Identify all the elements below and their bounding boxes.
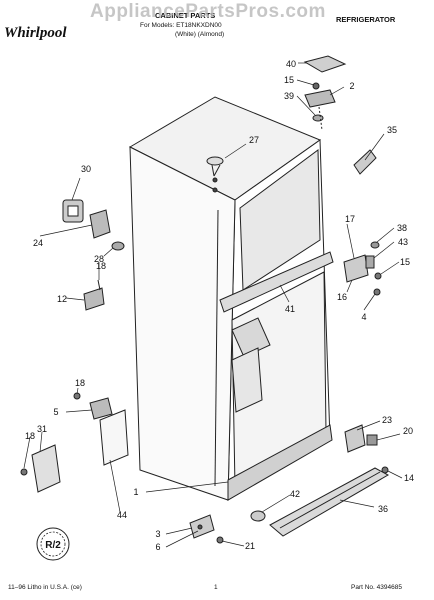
- callout-12: 12: [57, 294, 67, 304]
- callout-42: 42: [290, 489, 300, 499]
- callout-23: 23: [382, 415, 392, 425]
- callout-1: 1: [133, 487, 138, 497]
- callout-17: 17: [345, 214, 355, 224]
- cover-31: [31, 444, 61, 493]
- screw-15b: [374, 272, 382, 280]
- callout-20: 20: [403, 426, 413, 436]
- screw-18b: [20, 468, 28, 476]
- callout-15a: 15: [284, 75, 294, 85]
- callout-24: 24: [33, 238, 43, 248]
- part-23: [344, 424, 366, 453]
- toe-grille-36: [269, 467, 390, 537]
- diagram-title: CABINET PARTS: [155, 11, 216, 20]
- part-24: [89, 209, 111, 239]
- part-5: [89, 397, 113, 420]
- page-number: 1: [214, 584, 218, 591]
- liner-step: [231, 317, 271, 358]
- callout-44: 44: [117, 510, 127, 520]
- callout-16: 16: [337, 292, 347, 302]
- hinge-cover-27: [206, 156, 224, 166]
- callout-31: 31: [37, 424, 47, 434]
- litho-note: 11–96 Litho in U.S.A. (ce): [8, 584, 82, 591]
- divider-rail: [219, 251, 334, 313]
- callout-labels: 40 15 2 39 35 27 30 24 28 18 12 17 38 43…: [25, 59, 414, 552]
- callout-18c: 18: [25, 431, 35, 441]
- screw-15: [312, 82, 320, 90]
- callout-5: 5: [53, 407, 58, 417]
- callout-18b: 18: [75, 378, 85, 388]
- whirlpool-logo: Whirlpool: [4, 25, 67, 41]
- screw-21: [216, 536, 224, 544]
- cabinet-base: [227, 424, 333, 501]
- product-category: REFRIGERATOR: [336, 15, 396, 24]
- part-38: [370, 241, 380, 249]
- callout-43: 43: [398, 237, 408, 247]
- callout-39: 39: [284, 91, 294, 101]
- model-numbers: For Models: ET18NKXDN00: [140, 22, 222, 29]
- callout-4: 4: [361, 312, 366, 322]
- cabinet-side: [129, 146, 236, 501]
- part-number: Part No. 4394685: [351, 584, 402, 591]
- part-43: [365, 255, 375, 269]
- callout-28: 28: [94, 254, 104, 264]
- callout-21: 21: [245, 541, 255, 551]
- callout-27: 27: [249, 135, 259, 145]
- callout-6: 6: [155, 542, 160, 552]
- part-44-bracket: [99, 409, 129, 466]
- part-12-bracket: [83, 287, 105, 311]
- watermark: AppliancePartsPros.com: [90, 1, 326, 22]
- part-28: [111, 241, 125, 251]
- center-hinge-17: [343, 254, 369, 283]
- part-35: [353, 149, 377, 175]
- callout-18a: 18: [96, 261, 106, 271]
- callout-30: 30: [81, 164, 91, 174]
- callout-38: 38: [397, 223, 407, 233]
- callout-3: 3: [155, 529, 160, 539]
- leveling-foot-42: [250, 510, 266, 522]
- callout-15b: 15: [400, 257, 410, 267]
- callout-41: 41: [285, 304, 295, 314]
- callout-36: 36: [378, 504, 388, 514]
- callout-2: 2: [349, 81, 354, 91]
- callout-14: 14: [404, 473, 414, 483]
- screw-4: [373, 288, 381, 296]
- freezer-opening: [239, 149, 321, 291]
- logo-badge-text: R/2: [45, 540, 61, 551]
- callout-35: 35: [387, 125, 397, 135]
- top-hinge-2: [304, 89, 336, 108]
- model-colors: (White) (Almond): [175, 31, 225, 38]
- callout-40: 40: [286, 59, 296, 69]
- r2-logo-badge: R/2: [36, 527, 70, 561]
- part-20: [366, 434, 378, 446]
- washer-39: [312, 114, 324, 122]
- hinge-cover-40: [303, 55, 347, 73]
